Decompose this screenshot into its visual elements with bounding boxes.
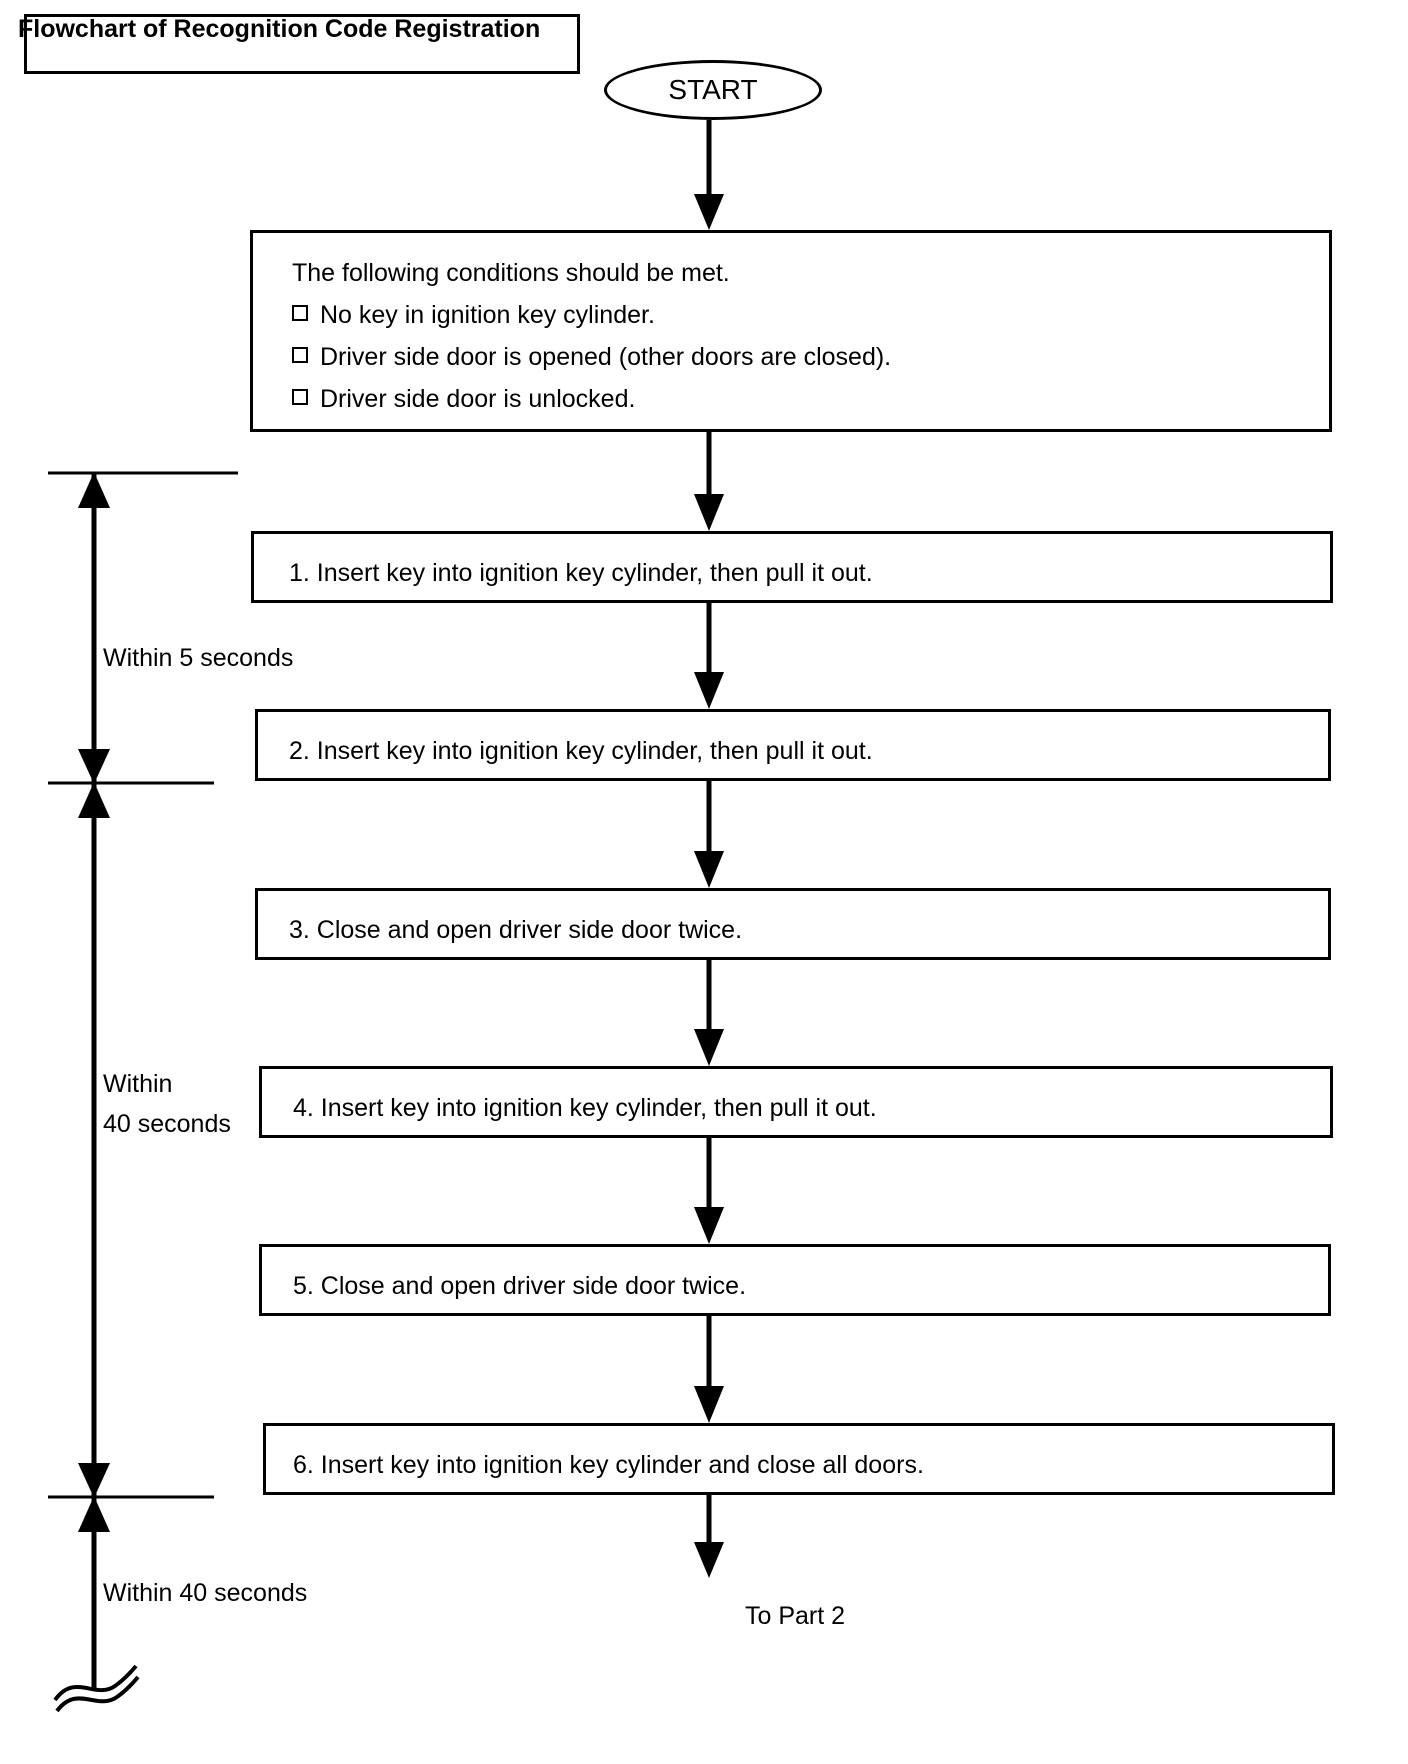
timing-label-within-40-seconds-tail: Within 40 seconds (103, 1579, 308, 1607)
conditions-item-3-text: Driver side door is unlocked. (292, 378, 635, 420)
step-5-label: 5. Close and open driver side door twice… (293, 1272, 747, 1300)
conditions-item-1-label: No key in ignition key cylinder. (320, 301, 655, 329)
conditions-heading: The following conditions should be met. (292, 259, 730, 287)
connector-conditions-to-step-1 (694, 432, 724, 531)
step-2-label: 2. Insert key into ignition key cylinder… (289, 737, 873, 765)
page-title: Flowchart of Recognition Code Registrati… (18, 15, 541, 43)
timing-label-within-40-seconds-line1: Within (103, 1070, 173, 1098)
connector-step-1-to-step-2 (694, 603, 724, 709)
timing-label-within-40-seconds-line2: 40 seconds (103, 1110, 231, 1138)
to-part-2-label: To Part 2 (744, 1602, 846, 1630)
step-1-label: 1. Insert key into ignition key cylinder… (289, 559, 873, 587)
step-6-label: 6. Insert key into ignition key cylinder… (293, 1451, 924, 1479)
title-box (24, 14, 580, 74)
checkbox-icon (292, 389, 308, 405)
connector-step-2-to-step-3 (694, 781, 724, 888)
step-4-label: 4. Insert key into ignition key cylinder… (293, 1094, 877, 1122)
step-4-box (259, 1066, 1333, 1138)
checkbox-icon (292, 305, 308, 321)
connector-step-4-to-step-5 (694, 1138, 724, 1244)
connector-step-3-to-step-4 (694, 960, 724, 1066)
connector-step-5-to-step-6 (694, 1316, 724, 1423)
step-6-box (263, 1423, 1335, 1495)
start-terminator-label: START (668, 74, 758, 105)
timing-label-within-5-seconds: Within 5 seconds (103, 644, 294, 672)
break-squiggle-icon (53, 1664, 140, 1713)
step-1-box (251, 531, 1333, 603)
conditions-item-1-text: No key in ignition key cylinder. (292, 294, 655, 336)
conditions-box (250, 230, 1332, 432)
step-2-box (255, 709, 1331, 781)
start-terminator-oval (604, 60, 822, 120)
conditions-item-2-text: Driver side door is opened (other doors … (292, 336, 891, 378)
connector-start-to-conditions (694, 120, 724, 230)
step-5-box (259, 1244, 1331, 1316)
step-3-box (255, 888, 1331, 960)
conditions-item-3-label: Driver side door is unlocked. (320, 385, 636, 413)
step-3-label: 3. Close and open driver side door twice… (289, 916, 743, 944)
conditions-item-2-label: Driver side door is opened (other doors … (320, 343, 892, 371)
timing-bracket-within-5-seconds (48, 471, 238, 784)
connector-step-6-to-part-2 (694, 1495, 724, 1578)
checkbox-icon (292, 347, 308, 363)
